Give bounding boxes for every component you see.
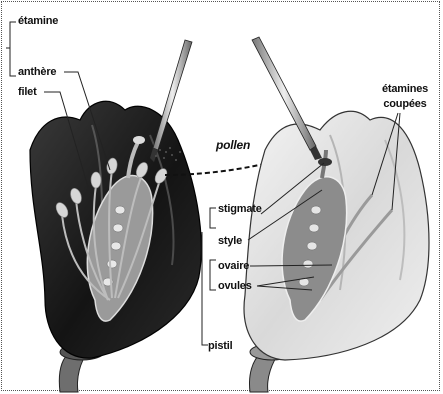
- label-etamines-coupees-line1: étamines: [372, 83, 438, 95]
- label-pollen: pollen: [216, 139, 250, 151]
- label-ovaire: ovaire: [218, 260, 249, 272]
- label-etamines-coupees-line2: coupées: [372, 98, 438, 110]
- label-etamine: étamine: [18, 15, 58, 27]
- left-flower: [30, 101, 201, 392]
- label-anthere: anthère: [18, 66, 56, 78]
- right-flower: [244, 111, 429, 392]
- label-filet: filet: [18, 86, 37, 98]
- label-stigmate: stigmate: [218, 203, 262, 215]
- label-ovules: ovules: [218, 280, 252, 292]
- label-style: style: [218, 235, 242, 247]
- label-pistil: pistil: [208, 340, 232, 352]
